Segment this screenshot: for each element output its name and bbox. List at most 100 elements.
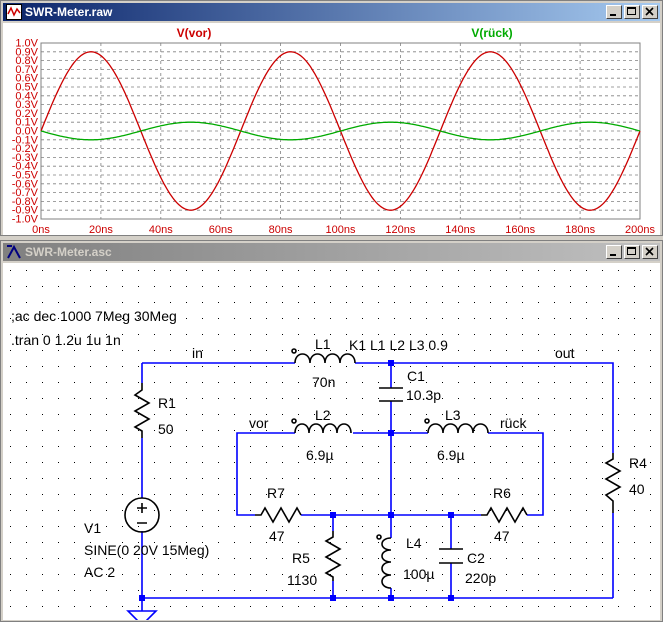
x-tick-label: 80ns [269,224,293,235]
phase-dot-l3 [424,418,430,424]
y-tick-label: 0.1V [15,117,38,129]
label-c2: C2 [467,550,485,566]
x-tick-label: 60ns [209,224,233,235]
minimize-button[interactable] [606,245,622,259]
ac-value-v1: AC 2 [84,564,115,580]
plot-window-title: SWR-Meter.raw [25,5,113,19]
y-tick-label: 0.9V [15,46,38,58]
directive-tran[interactable]: .tran 0 1.2u 1u 1n [11,332,121,348]
inductor-l4[interactable] [381,537,392,589]
x-tick-label: 0ns [32,224,50,235]
trace-rueck[interactable] [40,121,641,141]
phase-dot-l4 [376,534,382,540]
capacitor-c2[interactable] [439,548,463,564]
label-v1: V1 [84,520,101,536]
phase-dot-l2 [291,418,297,424]
schematic-drawing[interactable]: ;ac dec 1000 7Meg 30Meg .tran 0 1.2u 1u … [3,263,660,620]
y-tick-label: 0.5V [15,82,38,94]
y-tick-label: -0.7V [12,187,39,199]
wires [141,362,614,611]
x-tick-label: 140ns [445,224,475,235]
close-button[interactable] [642,5,658,19]
maximize-icon [627,247,636,255]
trace-label-vor[interactable]: V(vor) [177,26,212,40]
resistor-r5[interactable] [324,531,342,581]
label-r1: R1 [158,395,176,411]
label-l1: L1 [315,336,331,352]
coupling-directive[interactable]: K1 L1 L2 L3 0.9 [349,337,448,353]
y-tick-label: -0.4V [12,161,39,173]
directive-ac[interactable]: ;ac dec 1000 7Meg 30Meg [11,308,177,324]
y-tick-label: 0.0V [15,126,38,138]
phase-dot-l1 [291,348,297,354]
wire-in[interactable] [141,362,295,598]
value-r1: 50 [158,421,174,437]
label-r5: R5 [292,550,310,566]
resistor-r4[interactable] [604,453,622,513]
maximize-button[interactable] [624,5,640,19]
trace-label-rueck[interactable]: V(rück) [471,26,512,40]
y-tick-label: 0.7V [15,64,38,76]
voltage-source-v1[interactable] [124,497,160,533]
resistor-r7[interactable] [255,506,302,524]
plot-window-titlebar[interactable]: SWR-Meter.raw [3,3,660,21]
junctions [139,360,454,601]
inductor-l3[interactable] [427,423,489,434]
minimize-icon [610,254,616,256]
value-r7: 47 [269,528,285,544]
label-c1: C1 [407,368,425,384]
schematic-window-titlebar[interactable]: SWR-Meter.asc [3,243,660,261]
wire-top[interactable] [355,362,614,598]
close-icon [645,247,654,256]
value-c2: 220p [465,570,496,586]
value-l4: 100µ [403,566,434,582]
y-tick-label: -0.8V [12,196,39,208]
value-r6: 47 [494,528,510,544]
close-icon [645,7,654,16]
schematic-window-title: SWR-Meter.asc [25,245,112,259]
value-l2: 6.9µ [306,447,334,463]
ground-symbol[interactable] [126,610,158,620]
label-l3: L3 [445,407,461,423]
x-tick-label: 160ns [505,224,535,235]
x-tick-label: 120ns [385,224,415,235]
y-tick-label: -0.9V [12,205,39,217]
value-l1: 70n [312,374,335,390]
x-tick-label: 40ns [149,224,173,235]
net-label-out[interactable]: out [555,345,575,361]
y-tick-label: 0.4V [15,90,38,102]
resistor-r6[interactable] [481,506,528,524]
net-label-in[interactable]: in [192,345,203,361]
y-tick-label: -0.1V [12,134,39,146]
label-l2: L2 [315,407,331,423]
y-tick-label: -0.5V [12,170,39,182]
resistor-r1[interactable] [133,383,151,438]
schematic-canvas[interactable]: ;ac dec 1000 7Meg 30Meg .tran 0 1.2u 1u … [3,263,660,620]
minimize-icon [610,14,616,16]
schematic-icon [7,244,21,259]
waveform-plot[interactable]: 1.0V0.9V0.8V0.7V0.6V0.5V0.4V0.3V0.2V0.1V… [3,23,660,235]
maximize-button[interactable] [624,245,640,259]
label-r4: R4 [629,455,647,471]
y-tick-label: -0.6V [12,178,39,190]
x-tick-label: 20ns [89,224,113,235]
y-tick-label: -1.0V [12,214,39,226]
waveform-icon [6,4,22,20]
net-label-rueck[interactable]: rück [500,415,527,431]
inductor-l1[interactable] [294,353,356,364]
value-v1: SINE(0 20V 15Meg) [84,542,209,558]
minimize-button[interactable] [606,5,622,19]
net-label-vor[interactable]: vor [249,415,269,431]
y-tick-label: 0.8V [15,55,38,67]
value-r5: 1130 [287,572,317,588]
label-l4: L4 [406,535,422,551]
y-tick-label: 0.6V [15,73,38,85]
capacitor-c1[interactable] [379,387,403,402]
label-r7: R7 [267,485,285,501]
close-button[interactable] [642,245,658,259]
x-tick-label: 200ns [625,224,655,235]
x-tick-label: 100ns [326,224,356,235]
inductor-l2[interactable] [294,423,352,434]
